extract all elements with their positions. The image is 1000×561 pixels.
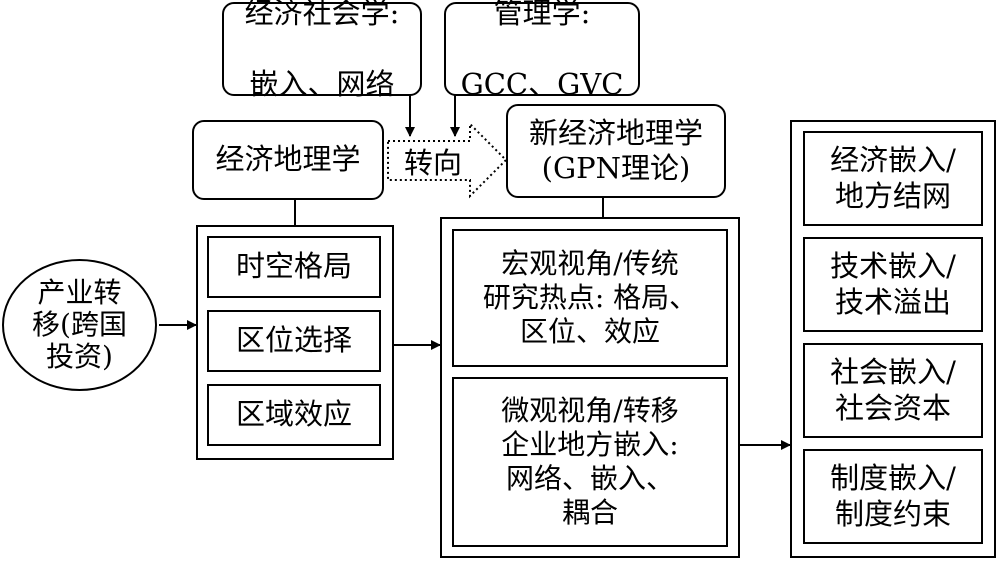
macro-perspective-label: 宏观视角/传统 研究热点: 格局、 区位、效应 [482, 246, 698, 349]
economic-embeddedness-box: 经济嵌入/ 地方结网 [803, 131, 983, 226]
turn-arrow [387, 121, 508, 199]
industry-transfer-node: 产业转 移(跨国 投资) [2, 259, 157, 391]
econ-sociology-title: 经济社会学: [244, 0, 400, 30]
topic-location-choice: 区位选择 [207, 310, 381, 372]
institutional-embeddedness-box: 制度嵌入/ 制度约束 [803, 449, 983, 544]
topic-spatiotemporal-pattern: 时空格局 [207, 236, 381, 298]
embeddedness-label: 经济嵌入/ 地方结网 [830, 143, 956, 213]
economic-geography-box: 经济地理学 [192, 120, 384, 200]
embeddedness-label: 技术嵌入/ 技术溢出 [830, 249, 956, 319]
industry-transfer-label: 产业转 移(跨国 投资) [32, 275, 127, 374]
topic-label: 区位选择 [235, 323, 352, 358]
embeddedness-frame [790, 120, 996, 558]
new-economic-geography-box: 新经济地理学 (GPN理论) [506, 104, 726, 198]
econ-sociology-box: 经济社会学: 嵌入、网络 [222, 0, 422, 101]
macro-perspective-box: 宏观视角/传统 研究热点: 格局、 区位、效应 [452, 229, 728, 367]
perspectives-frame [440, 217, 740, 558]
turn-label: 转向 [403, 145, 462, 180]
embeddedness-label: 制度嵌入/ 制度约束 [830, 461, 956, 531]
topic-label: 时空格局 [235, 249, 352, 284]
topic-label: 区域效应 [235, 397, 352, 432]
management-title: 管理学: [493, 0, 591, 30]
topic-regional-effect: 区域效应 [207, 384, 381, 446]
micro-perspective-box: 微观视角/转移 企业地方嵌入: 网络、嵌入、 耦合 [452, 377, 728, 547]
embeddedness-label: 社会嵌入/ 社会资本 [830, 355, 956, 425]
traditional-topics-frame [196, 225, 394, 460]
econ-sociology-topics: 嵌入、网络 [249, 66, 395, 101]
technological-embeddedness-box: 技术嵌入/ 技术溢出 [803, 237, 983, 332]
new-economic-geography-title: 新经济地理学 [528, 115, 703, 150]
management-box: 管理学: GCC、GVC [444, 0, 640, 101]
management-topics: GCC、GVC [460, 66, 624, 101]
micro-perspective-label: 微观视角/转移 企业地方嵌入: 网络、嵌入、 耦合 [501, 393, 679, 530]
economic-geography-label: 经济地理学 [215, 142, 361, 177]
new-economic-geography-theory: (GPN理论) [541, 151, 691, 185]
social-embeddedness-box: 社会嵌入/ 社会资本 [803, 343, 983, 438]
